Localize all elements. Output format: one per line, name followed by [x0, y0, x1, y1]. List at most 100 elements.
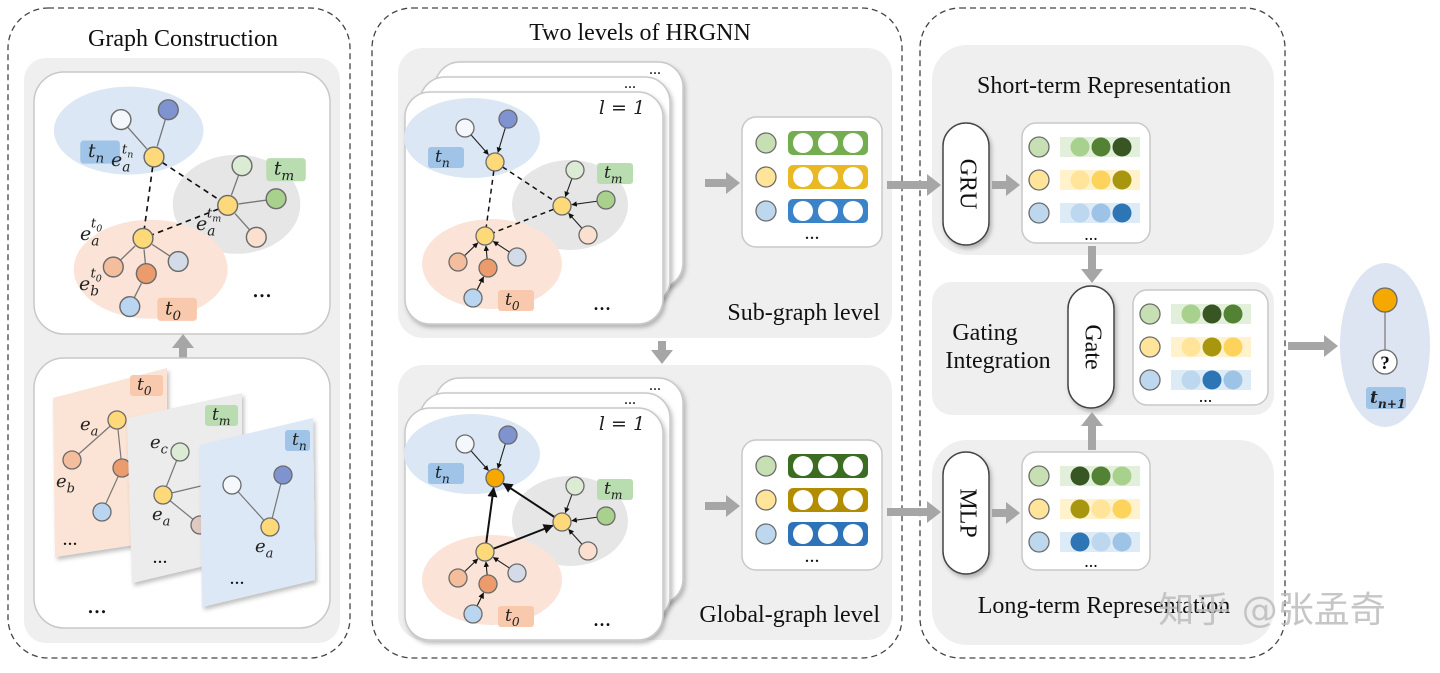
- label-subscript: n: [442, 156, 450, 170]
- sub-to-gru-arrow: [887, 174, 941, 196]
- gate-module-shape: [1067, 285, 1115, 409]
- label-subscript: 0: [512, 299, 520, 313]
- entity-node: [478, 574, 498, 594]
- embedding-cell: [843, 490, 863, 510]
- label-base: t: [165, 298, 173, 319]
- embedding-cell: [793, 524, 813, 544]
- entity-node: [498, 425, 518, 445]
- label-base: t: [88, 141, 96, 162]
- arrow-head: [927, 174, 941, 196]
- entity-node-a-tm: [552, 196, 572, 216]
- entity-label-ea-tm: eatm: [196, 207, 221, 240]
- entity-node: [448, 568, 468, 588]
- representation-cell: [1202, 337, 1222, 357]
- label-subscript: a: [91, 234, 99, 250]
- short-term-title: Short-term Representation: [977, 73, 1231, 99]
- prediction-output: ?tn+1: [1340, 263, 1430, 427]
- label-superscript-subscript: n: [127, 149, 133, 160]
- arrow-head: [1006, 174, 1020, 196]
- time-tag-background: [498, 606, 534, 627]
- time-tag-label: tm: [212, 405, 230, 428]
- entity-node: [463, 604, 483, 624]
- entity-label-ea: ea: [152, 504, 170, 529]
- representation-cell: [1223, 337, 1243, 357]
- entity-label-eb: eb: [56, 471, 75, 496]
- arrow-head: [1081, 412, 1103, 426]
- label-subscript: c: [161, 442, 169, 457]
- graph-node: [273, 465, 293, 485]
- label-superscript: t: [90, 267, 96, 282]
- entity-node: [1139, 303, 1161, 325]
- unknown-entity-node: [1372, 349, 1398, 375]
- embedding-cell: [818, 524, 838, 544]
- snapshots-ellipsis: ...: [87, 590, 107, 619]
- entity-node-a-tm: [217, 194, 239, 217]
- embedding-cell: [843, 167, 863, 187]
- label-subscript: b: [90, 284, 99, 300]
- entity-node: [119, 295, 141, 318]
- time-tag-background: [597, 479, 633, 500]
- entity-node: [755, 489, 777, 511]
- arrow-head: [172, 334, 194, 348]
- representation-cell: [1223, 370, 1243, 390]
- hrgnn-panel: [371, 7, 903, 659]
- label-superscript: t: [207, 207, 213, 222]
- entity-node: [1028, 136, 1050, 158]
- snapshot-ellipsis: ...: [230, 567, 245, 589]
- entity-node: [448, 252, 468, 272]
- time-tag-background: [80, 140, 120, 164]
- graph-node: [107, 410, 127, 430]
- label-subscript: a: [207, 224, 215, 240]
- entity-node: [596, 190, 616, 210]
- embedding-ellipsis: ...: [805, 222, 820, 244]
- label-base: e: [80, 414, 91, 435]
- entity-node: [565, 160, 585, 180]
- graph-node: [92, 502, 112, 522]
- entity-node: [507, 563, 527, 583]
- entity-node: [455, 434, 475, 454]
- entity-node: [755, 523, 777, 545]
- representation-cell: [1091, 137, 1111, 157]
- entity-node-a-tn: [143, 146, 165, 168]
- time-tag-background: [428, 463, 464, 484]
- time-tag-tm: tm: [205, 405, 238, 428]
- representation-cell: [1181, 304, 1201, 324]
- layer-index-label: l = 1: [599, 413, 645, 435]
- label-subscript: a: [91, 424, 99, 439]
- arrow-head: [726, 495, 740, 517]
- label-base: t: [604, 479, 611, 499]
- watermark: 知乎 @张孟奇: [1158, 590, 1385, 631]
- time-tag-tn1: tn+1: [1366, 387, 1406, 411]
- entity-node: [1028, 465, 1050, 487]
- label-superscript-subscript: 0: [96, 223, 102, 234]
- representation-cell: [1091, 499, 1111, 519]
- snapshot-ellipsis: ...: [153, 546, 168, 568]
- label-base: e: [111, 149, 122, 171]
- label-superscript: t: [122, 143, 128, 158]
- gate-to-output-arrow: [1288, 335, 1338, 357]
- label-subscript: m: [219, 414, 231, 428]
- label-base: t: [435, 147, 442, 167]
- time-tag-background: [498, 290, 534, 311]
- representation-cell: [1202, 304, 1222, 324]
- cross-time-edge: [484, 205, 563, 237]
- representation-cell: [1181, 337, 1201, 357]
- snapshot-tn: tnea...: [200, 418, 315, 607]
- graph-to-embedding-arrow: [705, 495, 740, 517]
- representation-cell: [1070, 203, 1090, 223]
- embedding-cell: [793, 167, 813, 187]
- entity-node-a-tn: [485, 152, 505, 172]
- label-base: t: [292, 430, 299, 450]
- global-graph-level-label: Global-graph level: [699, 602, 880, 628]
- cross-time-edge: [142, 156, 155, 239]
- cross-time-edge: [142, 204, 228, 240]
- label-superscript-subscript: m: [212, 213, 221, 224]
- embedding-cell: [818, 133, 838, 153]
- representation-cell: [1202, 370, 1222, 390]
- mlp-module-label: MLP: [954, 488, 980, 537]
- label-subscript: n: [299, 439, 307, 453]
